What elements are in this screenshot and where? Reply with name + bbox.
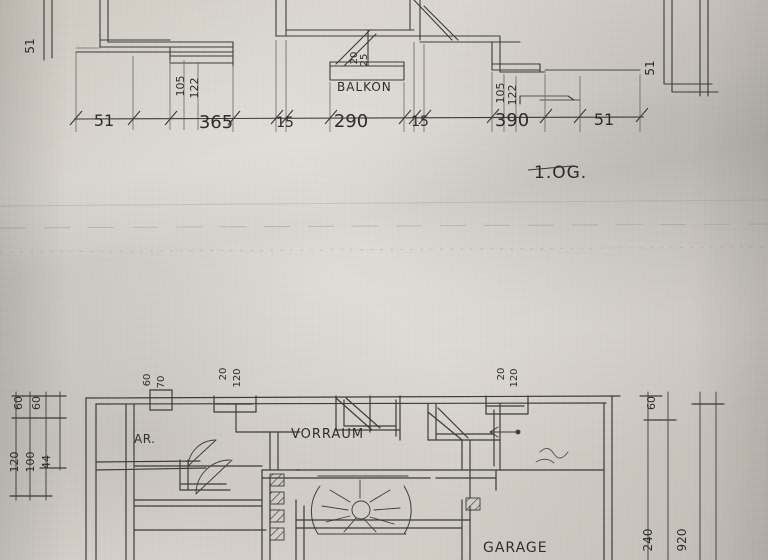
dim-label-opening-20b: 20 bbox=[496, 368, 507, 381]
dim-label-lower-60a: 60 bbox=[12, 396, 25, 410]
dim-label-upper-105: 105 bbox=[174, 76, 187, 97]
room-label-vorraum: VORRAUM bbox=[291, 427, 364, 442]
wall-hatch-blocks bbox=[269, 473, 481, 541]
dim-label-upper-20: 20 bbox=[349, 52, 360, 65]
dim-label-upper-right-122: 122 bbox=[506, 85, 519, 106]
room-label-garage: GARAGE bbox=[483, 540, 548, 556]
level-label-1og: 1.OG. bbox=[534, 163, 587, 183]
faint-guide-lines bbox=[0, 199, 768, 253]
dim-label-lower-right-920: 920 bbox=[675, 529, 689, 552]
dim-label-opening-20a: 20 bbox=[218, 368, 229, 381]
dim-chain-15a: 15 bbox=[276, 115, 294, 131]
dim-label-upper-122: 122 bbox=[188, 78, 201, 99]
dim-label-upper-25: 25 bbox=[359, 54, 370, 67]
dim-label-upper-right-51: 51 bbox=[643, 60, 657, 75]
dim-chain-15b: 15 bbox=[411, 114, 429, 130]
upper-dimension-chain-line bbox=[69, 107, 649, 126]
dim-label-lower-44: 44 bbox=[40, 455, 53, 469]
dim-label-lower-right-240: 240 bbox=[641, 529, 655, 552]
room-label-balkon: BALKON bbox=[337, 80, 392, 94]
dim-label-lower-60b: 60 bbox=[30, 396, 43, 410]
dim-chain-51-left: 51 bbox=[94, 111, 114, 130]
room-label-ar: AR. bbox=[134, 432, 155, 446]
level-label-underline bbox=[527, 165, 573, 171]
dim-label-lower-120: 120 bbox=[8, 452, 21, 473]
dim-chain-390: 390 bbox=[495, 110, 529, 131]
dim-label-opening-120b: 120 bbox=[509, 368, 520, 387]
dim-label-opening-120a: 120 bbox=[232, 368, 243, 387]
dim-label-lower-right-60: 60 bbox=[645, 396, 658, 410]
dim-chain-51-right: 51 bbox=[594, 110, 614, 129]
dim-label-lower-100: 100 bbox=[24, 452, 37, 473]
upper-floor-geometry bbox=[43, 0, 719, 105]
dim-label-upper-left-51: 51 bbox=[23, 38, 37, 53]
dim-chain-290: 290 bbox=[334, 111, 368, 132]
ground-floor-geometry bbox=[9, 389, 725, 560]
dim-label-opening-70: 70 bbox=[156, 376, 167, 389]
dim-label-opening-60: 60 bbox=[142, 374, 153, 387]
dim-chain-365: 365 bbox=[199, 112, 233, 133]
dim-label-upper-right-105: 105 bbox=[494, 83, 507, 104]
